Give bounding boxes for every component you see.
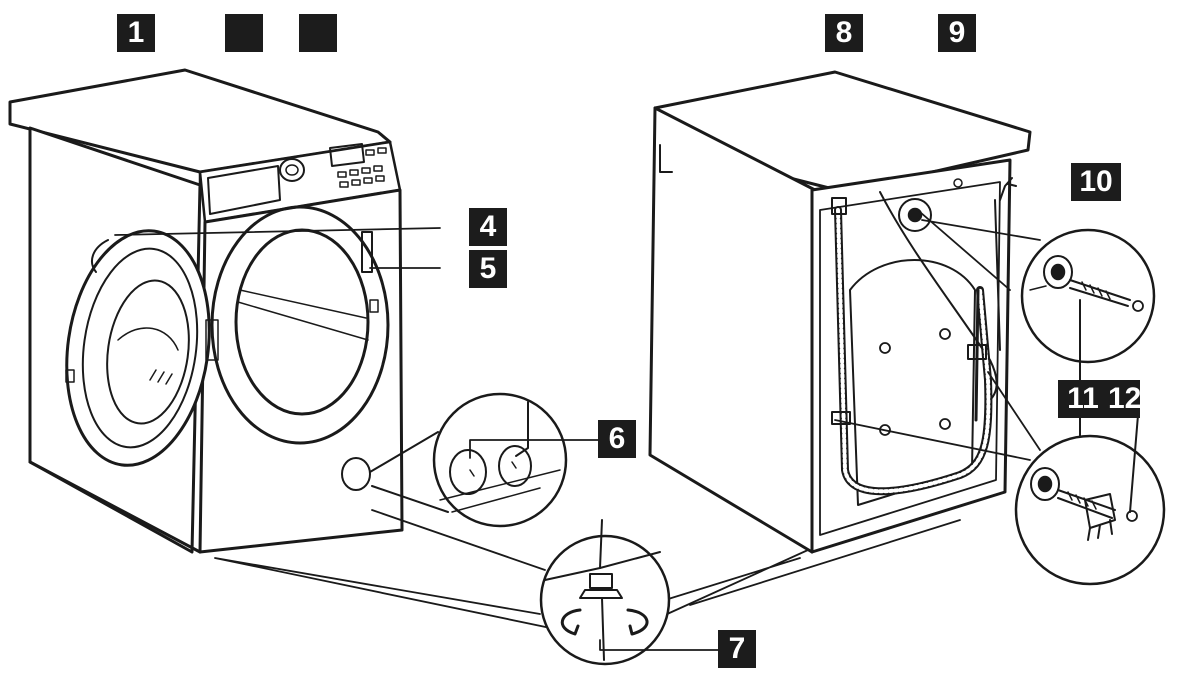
drain-filter-cap bbox=[341, 457, 371, 491]
panel-buttons bbox=[337, 147, 387, 188]
rear-cover-plate bbox=[849, 259, 976, 506]
callout-11: 11 bbox=[1058, 380, 1108, 418]
programme-knob bbox=[279, 158, 305, 182]
drum-opening-rim bbox=[210, 205, 390, 445]
callout-leaders bbox=[114, 227, 719, 651]
callout-5: 5 bbox=[469, 250, 507, 288]
callout-2 bbox=[225, 14, 263, 52]
callout-6: 6 bbox=[598, 420, 636, 458]
door-glass bbox=[106, 279, 190, 425]
door-latch bbox=[361, 231, 373, 273]
door-handle bbox=[91, 239, 109, 273]
callout-9: 9 bbox=[938, 14, 976, 52]
front-face bbox=[198, 188, 404, 554]
zoom-feet bbox=[214, 509, 961, 666]
zoom-filter bbox=[369, 392, 568, 528]
cable-plug bbox=[999, 177, 1017, 201]
zoom-transit-bolt-top bbox=[919, 211, 1156, 491]
drum-opening bbox=[234, 228, 370, 416]
rear-machine bbox=[648, 70, 1032, 554]
callout-7: 7 bbox=[718, 630, 756, 668]
callout-10: 10 bbox=[1071, 163, 1121, 201]
detergent-drawer bbox=[207, 165, 281, 215]
callout-3 bbox=[299, 14, 337, 52]
power-cable bbox=[879, 191, 998, 401]
front-machine bbox=[8, 68, 404, 554]
rear-panel bbox=[810, 158, 1012, 554]
callout-12: 12 bbox=[1108, 380, 1140, 418]
callout-4: 4 bbox=[469, 208, 507, 246]
callout-1: 1 bbox=[117, 14, 155, 52]
rear-inlet-valve bbox=[898, 198, 932, 232]
callout-8: 8 bbox=[825, 14, 863, 52]
zoom-transit-bolt-bottom bbox=[834, 371, 1166, 586]
display bbox=[329, 143, 365, 167]
